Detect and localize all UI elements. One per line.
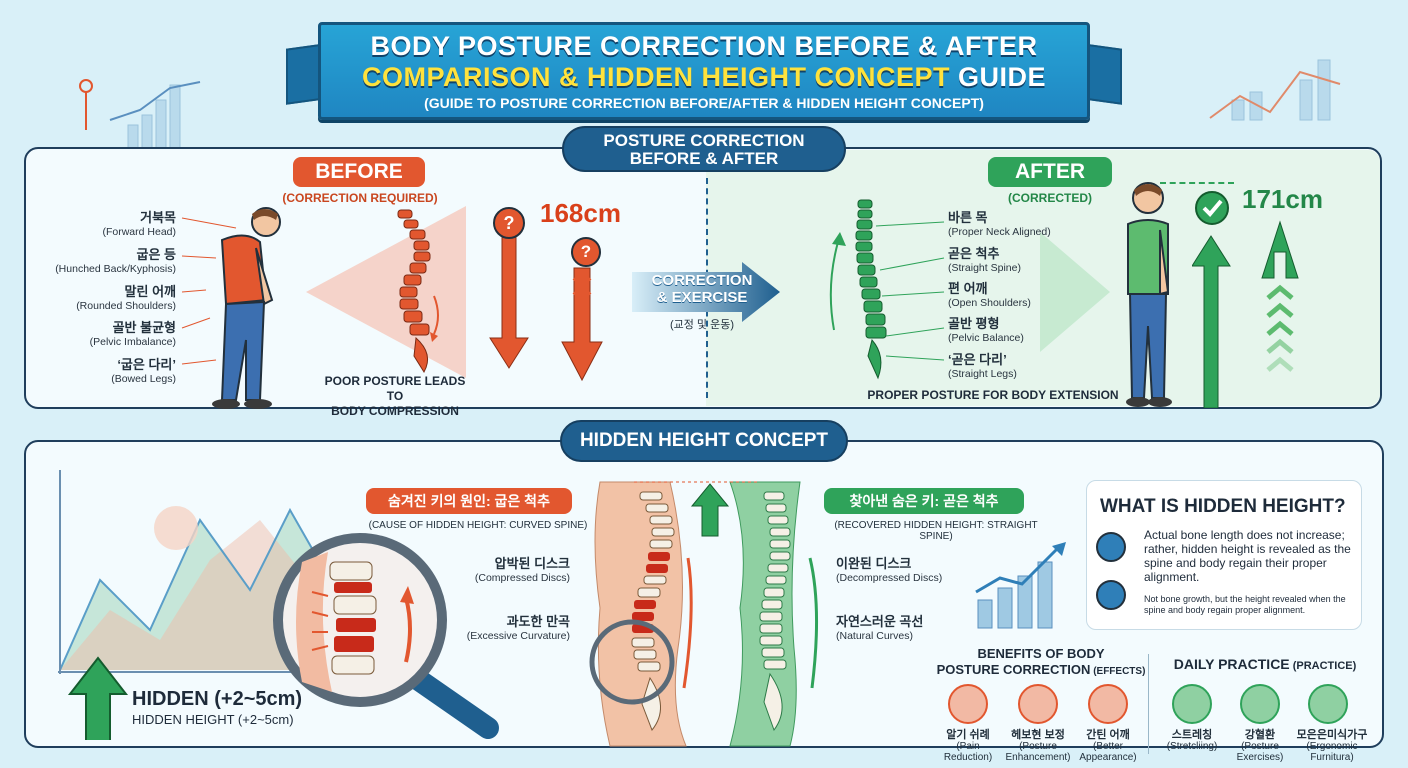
- label-decompressed-discs: 이완된 디스크(Decompressed Discs): [836, 556, 943, 584]
- title-banner: BODY POSTURE CORRECTION BEFORE & AFTER C…: [318, 22, 1090, 120]
- height-up-arrows: [1192, 191, 1299, 408]
- hidden-big-label: HIDDEN (+2~5cm): [132, 688, 303, 710]
- label-excessive-curvature: 과도한 만곡(Excessive Curvature): [466, 614, 570, 642]
- after-label-pelvis: 골반 평형(Pelvic Balance): [948, 316, 1024, 344]
- stretching-icon: [1172, 684, 1212, 724]
- before-label-forward-head: 거북목(Forward Head): [102, 210, 176, 238]
- recovered-tag: 찾아낸 숨은 키: 곧은 척추: [824, 488, 1024, 514]
- chair-icon: [1308, 684, 1348, 724]
- benefit-pain-reduction: 알기 쉬례(Pain Reduction): [943, 729, 993, 764]
- height-down-arrows: [489, 235, 603, 382]
- torso-spine-comparison-illustration: [589, 481, 819, 747]
- after-label-neck: 바른 목(Proper Neck Aligned): [948, 210, 1051, 238]
- title-line-1: BODY POSTURE CORRECTION BEFORE & AFTER: [370, 31, 1038, 61]
- info-note: Not bone growth, but the height revealed…: [1144, 594, 1346, 615]
- hidden-height-info-box: [1086, 480, 1362, 630]
- dumbbell-icon: [1240, 684, 1280, 724]
- hidden-height-heading: HIDDEN HEIGHT CONCEPT: [560, 420, 848, 462]
- before-label-hunched-back: 굽은 등(Hunched Back/Kyphosis): [55, 247, 176, 275]
- recovered-subtitle: (RECOVERED HIDDEN HEIGHT: STRAIGHT SPINE…: [834, 520, 1038, 542]
- after-height-value: 171cm: [1242, 184, 1323, 214]
- correction-label: CORRECTION & EXERCISE: [651, 272, 753, 306]
- straight-spine-after-illustration: [829, 199, 1110, 380]
- title-line-2: COMPARISON & HIDDEN HEIGHT CONCEPT GUIDE: [321, 62, 1087, 93]
- after-label-spine: 곧은 척추(Straight Spine): [948, 246, 1021, 274]
- practice-posture-exercises: 강혈환(Posture Exercises): [1236, 729, 1284, 764]
- benefits-divider: [1148, 654, 1149, 754]
- better-appearance-icon: [1088, 684, 1128, 724]
- posture-enhancement-icon: [1018, 684, 1058, 724]
- curved-spine-before-illustration: [306, 206, 466, 378]
- info-title: WHAT IS HIDDEN HEIGHT?: [1100, 496, 1346, 517]
- mini-bar-chart-graphic: [975, 542, 1066, 629]
- hidden-small-label: HIDDEN HEIGHT (+2~5cm): [132, 712, 294, 727]
- posture-panel-heading: POSTURE CORRECTION BEFORE & AFTER: [562, 126, 846, 172]
- info-body: Actual bone length does not increase; ra…: [1144, 528, 1351, 584]
- before-label-bowed-legs: ‘굽은 다리’(Bowed Legs): [111, 357, 176, 385]
- question-icon-1: ?: [493, 207, 525, 239]
- before-subtitle: (CORRECTION REQUIRED): [282, 191, 438, 205]
- title-line-2-rest: GUIDE: [950, 62, 1047, 92]
- benefit-posture-enhancement: 헤보현 보정(Posture Enhancement): [1005, 729, 1071, 764]
- before-label-rounded-shoulders: 말린 어깨(Rounded Shoulders): [76, 284, 176, 312]
- label-compressed-discs: 압박된 디스크(Compressed Discs): [474, 556, 570, 584]
- after-subtitle: (CORRECTED): [1008, 191, 1092, 205]
- correction-sublabel: (교정 및 운동): [669, 319, 735, 331]
- before-tag: BEFORE: [293, 157, 425, 187]
- slouched-person-illustration: [181, 207, 281, 409]
- label-natural-curves: 자연스러운 곡선(Natural Curves): [836, 614, 924, 642]
- height-guide-line: [1160, 182, 1234, 184]
- title-line-3: (GUIDE TO POSTURE CORRECTION BEFORE/AFTE…: [424, 95, 984, 111]
- after-tag: AFTER: [988, 157, 1112, 187]
- before-caption: POOR POSTURE LEADS TO BODY COMPRESSION: [324, 374, 466, 418]
- spine-icon: [1096, 532, 1126, 562]
- practice-ergonomic-furniture: 모은은미식가구(Ergonomic Furnitura): [1296, 729, 1368, 764]
- after-label-legs: ‘곧은 다리’(Straight Legs): [948, 352, 1017, 380]
- cause-tag: 숨겨진 키의 원인: 굽은 척추: [366, 488, 572, 514]
- title-line-2-highlight: COMPARISON & HIDDEN HEIGHT CONCEPT: [361, 62, 950, 92]
- upright-person-illustration: [1126, 182, 1172, 407]
- cause-subtitle: (CAUSE OF HIDDEN HEIGHT: CURVED SPINE): [368, 520, 588, 531]
- background-area-chart-graphic: [58, 470, 334, 740]
- after-caption: PROPER POSTURE FOR BODY EXTENSION: [867, 388, 1119, 402]
- practice-stretching: 스트레칭(Stretcliing): [1166, 729, 1218, 753]
- practice-title: DAILY PRACTICE (PRACTICE): [1173, 656, 1357, 672]
- before-height-value: 168cm: [540, 198, 621, 228]
- benefits-title: BENEFITS OF BODY POSTURE CORRECTION (EFF…: [936, 646, 1146, 677]
- posture-icon: [1096, 580, 1126, 610]
- pain-reduction-icon: [948, 684, 988, 724]
- after-label-shoulders: 편 어깨(Open Shoulders): [948, 281, 1031, 309]
- before-label-pelvic-imbalance: 골반 불균형(Pelvic Imbalance): [89, 320, 176, 348]
- question-icon-2: ?: [571, 237, 601, 267]
- magnifier-spine-illustration: [273, 533, 499, 739]
- correction-arrow-icon: [632, 262, 780, 322]
- benefit-better-appearance: 간틴 어깨(Better Appearance): [1079, 729, 1137, 764]
